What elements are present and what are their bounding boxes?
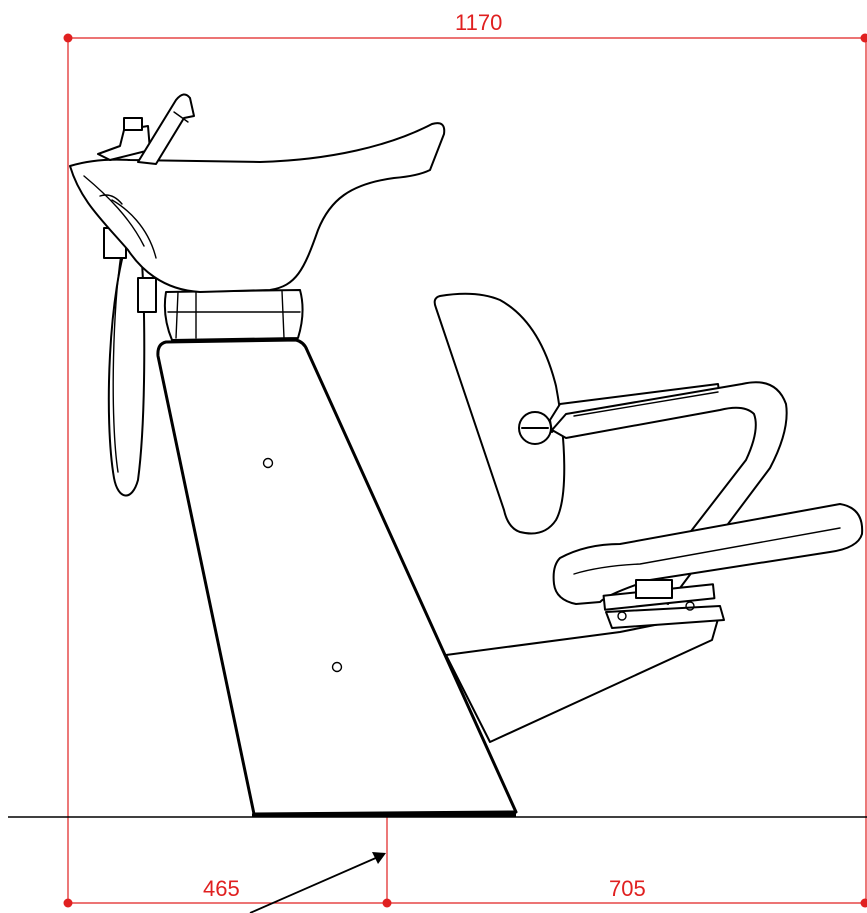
shower-hose: [103, 227, 157, 497]
chair-support-beam: [445, 611, 721, 743]
dimension-dot-bottom-right: [860, 898, 867, 908]
seat-mechanism: [602, 579, 725, 629]
pedestal-bolt-lower: [331, 661, 343, 673]
dimension-dot-top-right: [860, 33, 867, 43]
dimension-dot-bottom-left: [63, 898, 73, 908]
dimension-dot-top-left: [63, 33, 73, 43]
overall-width-label: 1170: [455, 10, 502, 35]
faucet: [97, 93, 195, 165]
pedestal-column: [156, 338, 518, 817]
left-segment-label: 465: [203, 876, 240, 901]
wash-basin: [69, 122, 446, 293]
chair-seat: [552, 503, 864, 605]
chair-backrest: [433, 292, 566, 535]
pedestal-bolt-upper: [262, 457, 274, 469]
bowl-collar: [163, 289, 304, 341]
leader-arrow: [249, 852, 386, 913]
right-segment-label: 705: [609, 876, 646, 901]
